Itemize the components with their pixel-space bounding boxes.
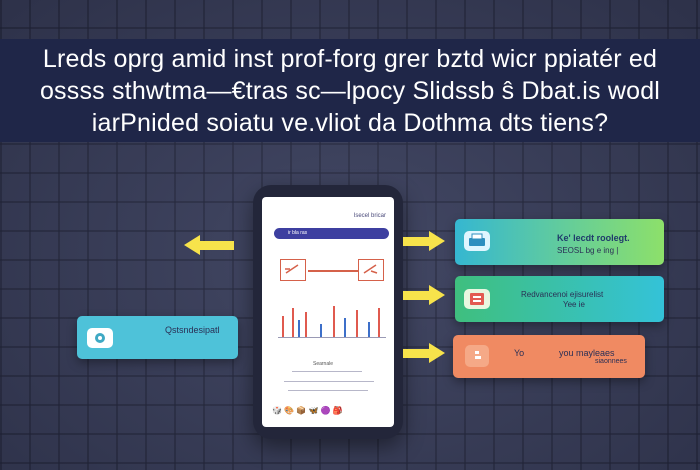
diagram-node-right (358, 259, 384, 281)
chat-icon (87, 328, 113, 348)
graphic-bar (333, 306, 335, 338)
smartphone: Isecel bricar ir bla ras (253, 185, 403, 439)
graphic-bar (344, 318, 346, 338)
printer-icon (464, 231, 490, 251)
diagram-node-left (280, 259, 306, 281)
arrow-shaft (198, 241, 234, 250)
arrow-head (429, 285, 445, 305)
document-icon (464, 289, 490, 309)
text-line (292, 371, 362, 372)
right-card-1: Ke' lecdt roolegt. SEOSL bg e ing | (455, 219, 664, 265)
right-card-1-title: Ke' lecdt roolegt. (557, 233, 630, 243)
right-card-3-title: you mayleaes (559, 348, 615, 358)
graphic-bar (356, 310, 358, 338)
headline-line-2: ossss sthwtma—€tras sc—lpocy Slidssb ŝ D… (39, 77, 661, 105)
right-card-3-tag: Yo (514, 348, 525, 358)
diagram-connector (308, 270, 358, 272)
right-card-2-title: Redvancenoi ejisurelist (521, 290, 604, 299)
screen-bar-graphic (278, 302, 386, 338)
note-icon (465, 345, 489, 367)
diagram-glyph-right (363, 264, 378, 274)
arrow-shaft (403, 349, 429, 358)
arrow-head (184, 235, 200, 255)
text-line (288, 390, 368, 391)
arrow-shaft (403, 291, 429, 300)
arrow-head (429, 231, 445, 251)
right-card-1-subtitle: SEOSL bg e ing | (557, 246, 619, 255)
phone-screen: Isecel bricar ir bla ras (262, 197, 394, 427)
headline-line-1: Lreds oprg amid inst prof-forg grer bztd… (42, 45, 658, 73)
graphic-bar (282, 316, 284, 338)
left-info-card: Qstsndesipatl (77, 316, 238, 359)
right-card-3-subtitle: siaonnees (595, 358, 627, 365)
screen-title-bar: ir bla ras (274, 228, 389, 239)
right-card-3: Yo you mayleaes siaonnees (453, 335, 645, 378)
graphic-baseline (278, 337, 386, 338)
headline-line-3: iarPnided soiatu ve.vliot da Dothma dts … (91, 109, 609, 137)
right-card-2: Redvancenoi ejisurelist Yee ie (455, 276, 664, 322)
graphic-bar (292, 308, 294, 338)
screen-caption: Searnale (313, 361, 334, 367)
graphic-bar (368, 322, 370, 338)
right-card-2-subtitle: Yee ie (563, 300, 585, 309)
graphic-bar (320, 324, 322, 338)
graphic-bar (298, 320, 300, 338)
graphic-bar (378, 308, 380, 338)
screen-header-text: Isecel bricar (353, 213, 386, 219)
text-line (284, 381, 374, 382)
arrow-head (429, 343, 445, 363)
graphic-bar (305, 312, 307, 338)
diagram-glyph-left (285, 264, 299, 274)
left-card-label: Qstsndesipatl (165, 325, 220, 335)
arrow-shaft (403, 237, 429, 246)
screen-icon-row: 🎲 🎨 📦 🦋 🟣 🎒 (272, 406, 343, 415)
headline-banner: Lreds oprg amid inst prof-forg grer bztd… (0, 39, 700, 142)
